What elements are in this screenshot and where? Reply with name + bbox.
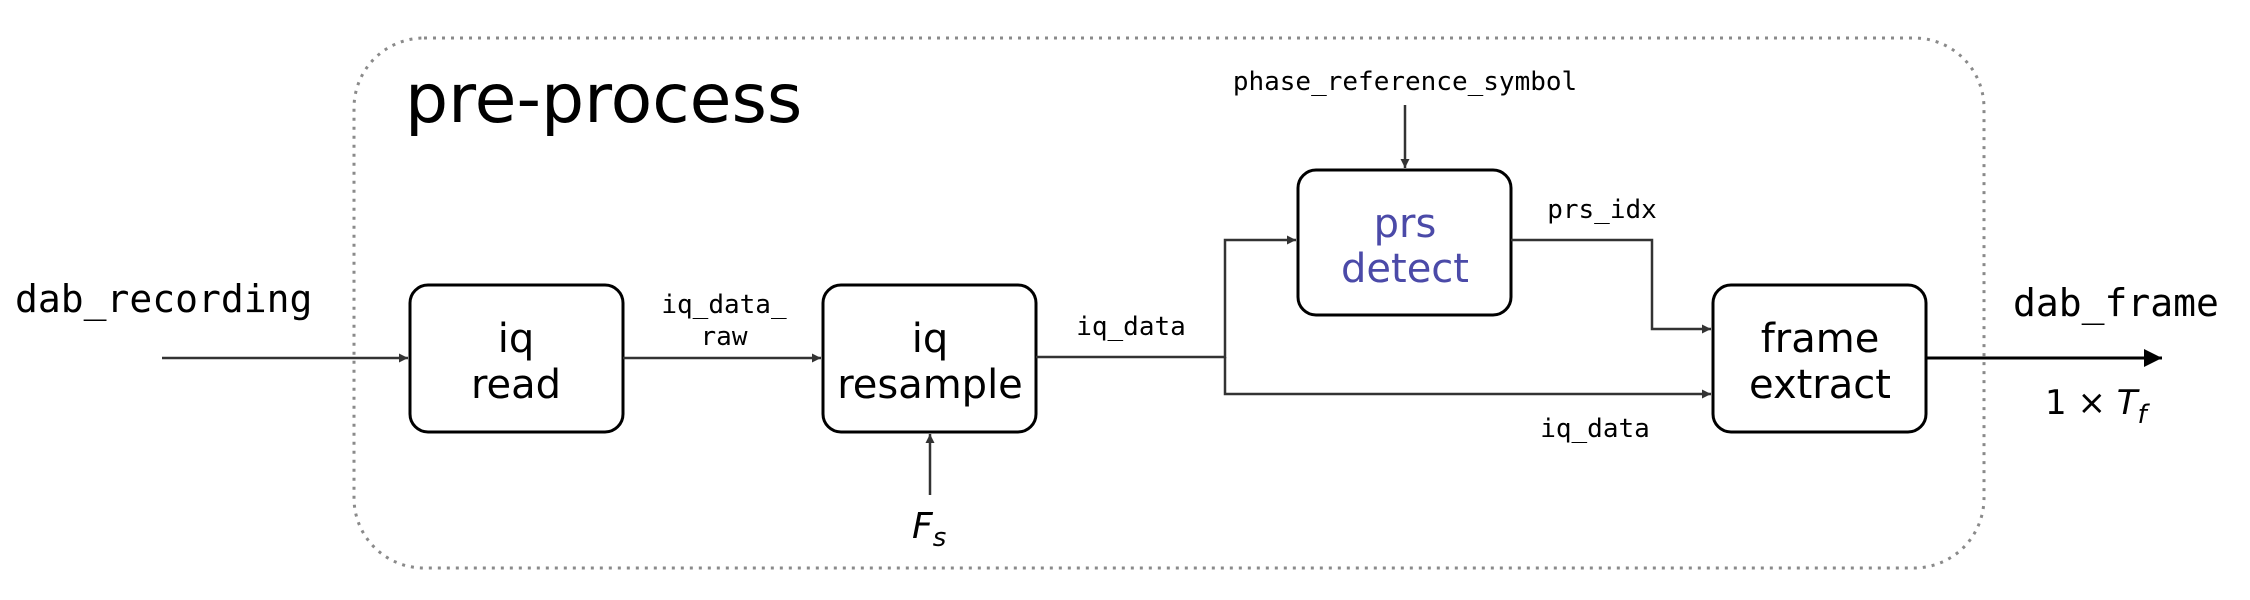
block-iq-resample[interactable]: iq resample [821, 283, 1038, 434]
block-iq-resample-line2: resample [837, 362, 1023, 408]
label-iq-data-bottom: iq_data [1540, 414, 1650, 444]
arrow-resample-to-frame-extract [1223, 357, 1711, 399]
label-prs-idx: prs_idx [1547, 195, 1657, 225]
block-frame-extract[interactable]: frame extract [1711, 283, 1928, 434]
label-dab-recording: dab_recording [15, 277, 312, 322]
label-iq-data-raw-line2: raw [701, 322, 748, 352]
block-iq-read-line1: iq [498, 316, 535, 362]
arrow-resample-to-prs-detect [1036, 235, 1296, 359]
pre-process-group-boundary [352, 36, 1986, 570]
block-iq-resample-line1: iq [912, 316, 949, 362]
label-sampling-frequency: Fs [912, 506, 946, 553]
block-prs-detect-line1: prs [1374, 201, 1437, 247]
block-frame-extract-line2: extract [1749, 362, 1891, 408]
label-dab-frame: dab_frame [2013, 281, 2219, 326]
block-prs-detect[interactable]: prs detect [1296, 168, 1513, 317]
label-frame-duration: 1 × Tf [2045, 383, 2151, 430]
group-title: pre-process [405, 60, 802, 139]
block-frame-extract-line1: frame [1761, 316, 1880, 362]
label-iq-data-top: iq_data [1076, 312, 1186, 342]
block-prs-detect-line2: detect [1341, 246, 1469, 292]
arrow-prs-idx-to-frame-extract [1511, 238, 1711, 334]
block-iq-read-line2: read [471, 362, 561, 408]
label-phase-reference-symbol: phase_reference_symbol [1233, 67, 1577, 97]
block-iq-read[interactable]: iq read [408, 283, 625, 434]
label-iq-data-raw-line1: iq_data_ [661, 290, 787, 320]
